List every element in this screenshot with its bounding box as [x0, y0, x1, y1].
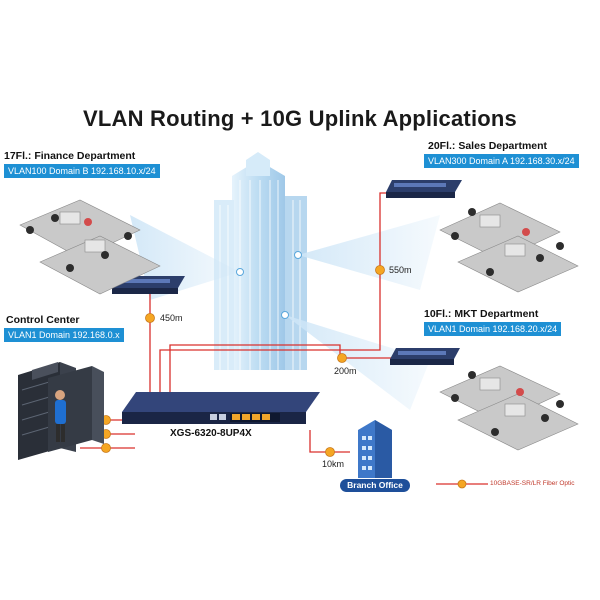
finance-vlan-label: VLAN100 Domain B 192.168.10.x/24	[4, 164, 160, 178]
distance-branch: 10km	[322, 459, 345, 469]
distance-mkt: 200m	[334, 366, 357, 376]
sales-dept-name: 20Fl.: Sales Department	[428, 140, 548, 152]
diagram-title: VLAN Routing + 10G Uplink Applications	[83, 106, 517, 131]
switch-model-label: XGS-6320-8UP4X	[170, 428, 252, 439]
office-tower-icon	[214, 152, 307, 370]
sales-vlan-label: VLAN300 Domain A 192.168.30.x/24	[424, 154, 579, 168]
sales-office-icon	[439, 202, 579, 293]
mkt-people-icon	[451, 371, 564, 436]
core-switch-icon	[122, 392, 320, 424]
finance-dept-name: 17Fl.: Finance Department	[4, 150, 136, 162]
mkt-dept-name: 10Fl.: MKT Department	[424, 308, 539, 320]
distance-sales: 550m	[389, 265, 412, 275]
beam-sales	[298, 215, 440, 290]
technician-icon	[55, 390, 66, 442]
mkt-vlan-label: VLAN1 Domain 192.168.20.x/24	[424, 322, 562, 336]
switch-mkt-icon	[390, 348, 460, 365]
distance-finance: 450m	[160, 313, 183, 323]
fiber-connector-icons	[101, 265, 385, 457]
switch-sales-icon	[386, 180, 462, 198]
mkt-office-icon	[439, 365, 579, 451]
legend-label: 10GBASE-SR/LR Fiber Optic	[490, 480, 575, 487]
sales-people-icon	[451, 208, 564, 276]
control-center-name: Control Center	[6, 314, 80, 326]
legend-fiber-line	[436, 479, 488, 489]
control-center-vlan-label: VLAN1 Domain 192.168.0.x	[4, 328, 124, 342]
branch-office-building-icon	[358, 420, 392, 478]
finance-people-icon	[26, 214, 132, 272]
branch-office-label: Branch Office	[340, 479, 410, 492]
beam-mkt	[285, 315, 430, 410]
finance-office-icon	[19, 199, 161, 295]
